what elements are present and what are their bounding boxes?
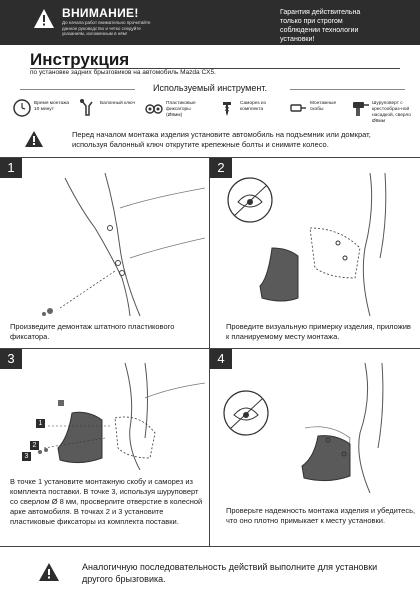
grid-line [209, 157, 210, 546]
clock-icon [13, 99, 31, 117]
guarantee-text: Гарантия действительна только при строго… [280, 9, 361, 43]
warning-icon [39, 563, 59, 581]
page-title: Инструкция [30, 50, 130, 69]
step-caption: Проверьте надежность монтажа изделия и у… [226, 506, 416, 525]
step-caption: Проведите визуальную примерку изделия, п… [226, 322, 411, 341]
warning-icon [34, 9, 54, 28]
brackets-icon [290, 104, 306, 112]
step2-illustration [227, 172, 387, 317]
warning-subtitle: До начала работ внимательно прочитайте д… [62, 20, 151, 36]
tool-label: Монтажные скобы [310, 101, 337, 112]
title-divider [30, 68, 400, 69]
tool-label: Время монтажа 10 минут [34, 101, 70, 112]
notice-text: Перед началом монтажа изделия установите… [72, 130, 371, 149]
footer-text: Аналогичную последовательность действий … [82, 562, 378, 584]
step-number: 1 [0, 158, 22, 178]
tool-label: Шуруповерт с крестообраз-ной насадкой, с… [372, 101, 411, 124]
tool-label: Балонный ключ [100, 101, 136, 106]
screw-icon [223, 102, 231, 116]
grid-line [0, 157, 420, 158]
step-number: 2 [210, 158, 232, 178]
tools-heading: Используемый инструмент. [153, 83, 267, 93]
clips-icon [145, 104, 163, 114]
tools-divider-right [290, 89, 405, 90]
step-number: 4 [210, 349, 232, 369]
warning-icon [25, 131, 43, 147]
step3-illustration [38, 362, 205, 470]
drill-icon [353, 102, 369, 116]
step4-illustration [223, 362, 384, 493]
header-bar: ВНИМАНИЕ! До начала работ внимательно пр… [0, 0, 420, 45]
step-number: 3 [0, 349, 22, 369]
tool-label: Саморез из комплекта [240, 101, 266, 112]
notice: Перед началом монтажа изделия установите… [20, 128, 410, 154]
grid-line [0, 546, 420, 547]
tools-list: Время монтажа 10 минут Балонный ключ Пла… [8, 94, 413, 124]
marker-2: 2 [30, 441, 39, 450]
wrench-icon [80, 99, 93, 116]
tool-label: Пластиковые фиксаторы (Ø8мм) [166, 101, 196, 118]
step-caption: Произведите демонтаж штатного пластиково… [10, 322, 175, 341]
grid-line [0, 348, 420, 349]
footer-notice: Аналогичную последовательность действий … [0, 548, 420, 606]
warning-title: ВНИМАНИЕ! [62, 6, 139, 20]
step1-illustration [42, 172, 205, 317]
page-subtitle: по установке задних брызговиков на автом… [30, 69, 216, 76]
step-caption: В точке 1 установите монтажную скобу и с… [10, 477, 203, 526]
tools-divider-left [20, 89, 135, 90]
marker-3: 3 [22, 452, 31, 461]
marker-1: 1 [36, 419, 45, 428]
